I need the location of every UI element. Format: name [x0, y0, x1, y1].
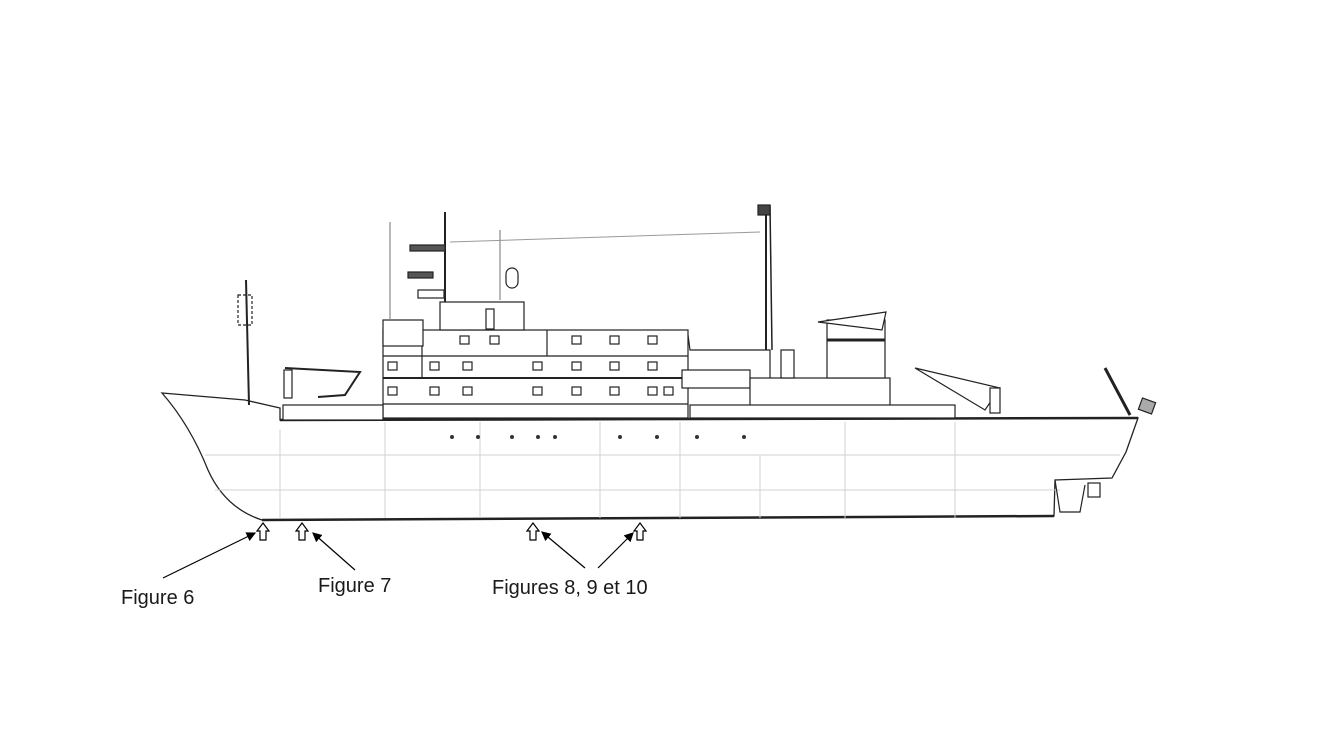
window [489, 335, 500, 345]
window [429, 386, 440, 396]
label-figure-6: Figure 6 [121, 587, 195, 609]
window [609, 335, 620, 345]
window [647, 361, 658, 371]
pointer-figures-8-9-10-a [541, 531, 586, 569]
porthole [476, 435, 480, 439]
window [532, 361, 543, 371]
windows [387, 335, 674, 396]
hollow-up-arrow-icon [632, 522, 648, 541]
window [647, 335, 658, 345]
porthole [510, 435, 514, 439]
hollow-up-arrow-icon [294, 522, 310, 541]
window [387, 386, 398, 396]
window [571, 361, 582, 371]
hollow-up-arrow-icon [525, 522, 541, 541]
window [462, 386, 473, 396]
window [462, 361, 473, 371]
hull-gridlines [205, 422, 1120, 518]
window [663, 386, 674, 396]
label-figures-8-9-10: Figures 8, 9 et 10 [492, 577, 648, 599]
hollow-up-arrow-icon [255, 522, 271, 541]
window [571, 335, 582, 345]
window [571, 386, 582, 396]
porthole [618, 435, 622, 439]
superstructure [237, 204, 1157, 513]
window [387, 361, 398, 371]
window [647, 386, 658, 396]
window [459, 335, 470, 345]
label-figure-7: Figure 7 [318, 575, 392, 597]
porthole [655, 435, 659, 439]
pointer-figures-8-9-10-b [597, 532, 634, 569]
porthole [450, 435, 454, 439]
hull [160, 392, 1139, 522]
pointer-figure-7 [312, 532, 356, 571]
porthole [536, 435, 540, 439]
porthole [695, 435, 699, 439]
window [429, 361, 440, 371]
window [532, 386, 543, 396]
hollow-arrow-icon [255, 522, 648, 541]
porthole [553, 435, 557, 439]
pointer-figure-6 [162, 532, 257, 579]
window [609, 386, 620, 396]
callout-arrows [162, 522, 648, 579]
porthole [742, 435, 746, 439]
window [609, 361, 620, 371]
